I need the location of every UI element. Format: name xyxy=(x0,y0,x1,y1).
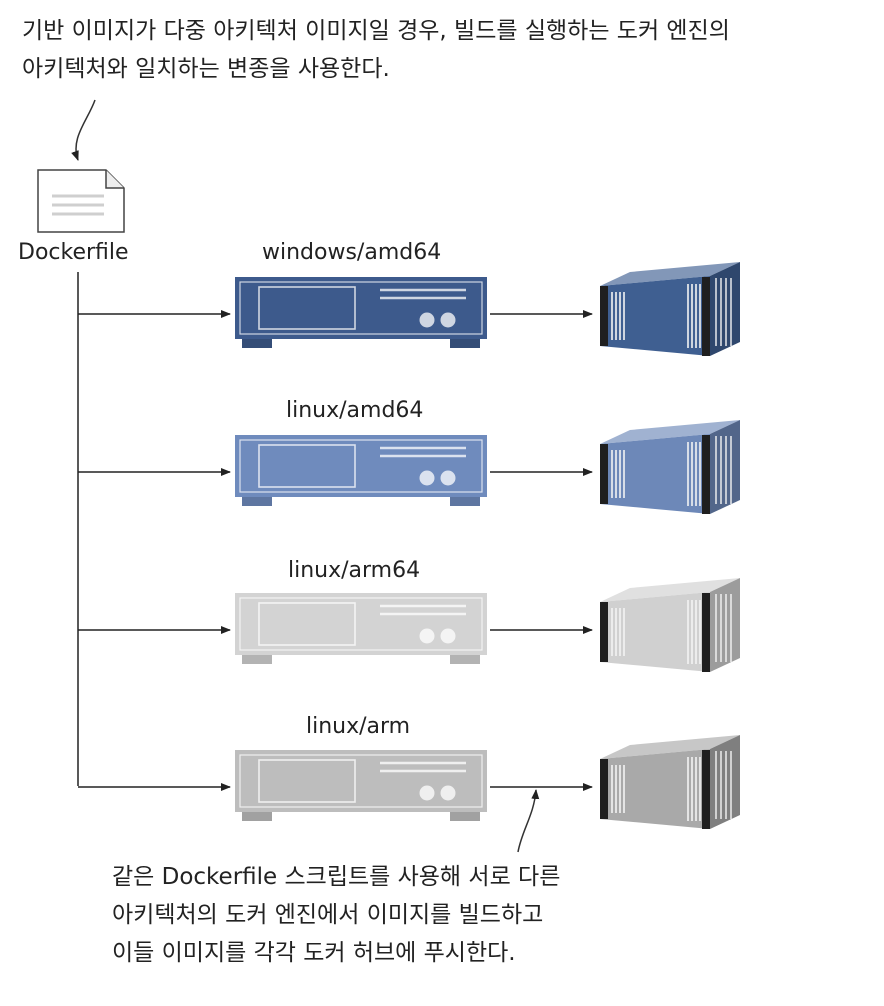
dockerfile-label: Dockerfile xyxy=(18,240,129,265)
bottom-note: 같은 Dockerfile 스크립트를 사용해 서로 다른 아키텍처의 도커 엔… xyxy=(112,858,560,972)
row-windows-amd64 xyxy=(78,262,740,356)
top-note: 기반 이미지가 다중 아키텍처 이미지일 경우, 빌드를 실행하는 도커 엔진의… xyxy=(22,12,730,88)
bottom-note-line-2: 아키텍처의 도커 엔진에서 이미지를 빌드하고 xyxy=(112,902,544,928)
image-box-icon xyxy=(600,578,740,672)
top-note-line-2: 아키텍처와 일치하는 변종을 사용한다. xyxy=(22,56,390,82)
bottom-note-line-1: 같은 Dockerfile 스크립트를 사용해 서로 다른 xyxy=(112,864,561,890)
image-box-icon xyxy=(600,262,740,356)
image-box-icon xyxy=(600,735,740,829)
engine-label-linux-arm64: linux/arm64 xyxy=(288,558,421,583)
engine-label-windows-amd64: windows/amd64 xyxy=(262,240,442,265)
top-note-line-1: 기반 이미지가 다중 아키텍처 이미지일 경우, 빌드를 실행하는 도커 엔진의 xyxy=(22,18,730,44)
row-linux-arm64 xyxy=(78,578,740,672)
top-callout-line xyxy=(71,99,96,161)
engine-server-icon xyxy=(235,750,487,821)
engine-label-linux-arm: linux/arm xyxy=(306,714,411,739)
engine-label-linux-amd64: linux/amd64 xyxy=(286,398,424,423)
engine-server-icon xyxy=(235,277,487,348)
row-linux-amd64 xyxy=(78,420,740,514)
document-icon xyxy=(37,169,125,233)
engine-server-icon xyxy=(235,435,487,506)
engine-server-icon xyxy=(235,593,487,664)
bottom-note-line-3: 이들 이미지를 각각 도커 허브에 푸시한다. xyxy=(112,940,516,966)
bottom-callout-line xyxy=(517,789,540,853)
image-box-icon xyxy=(600,420,740,514)
row-linux-arm xyxy=(78,735,740,829)
